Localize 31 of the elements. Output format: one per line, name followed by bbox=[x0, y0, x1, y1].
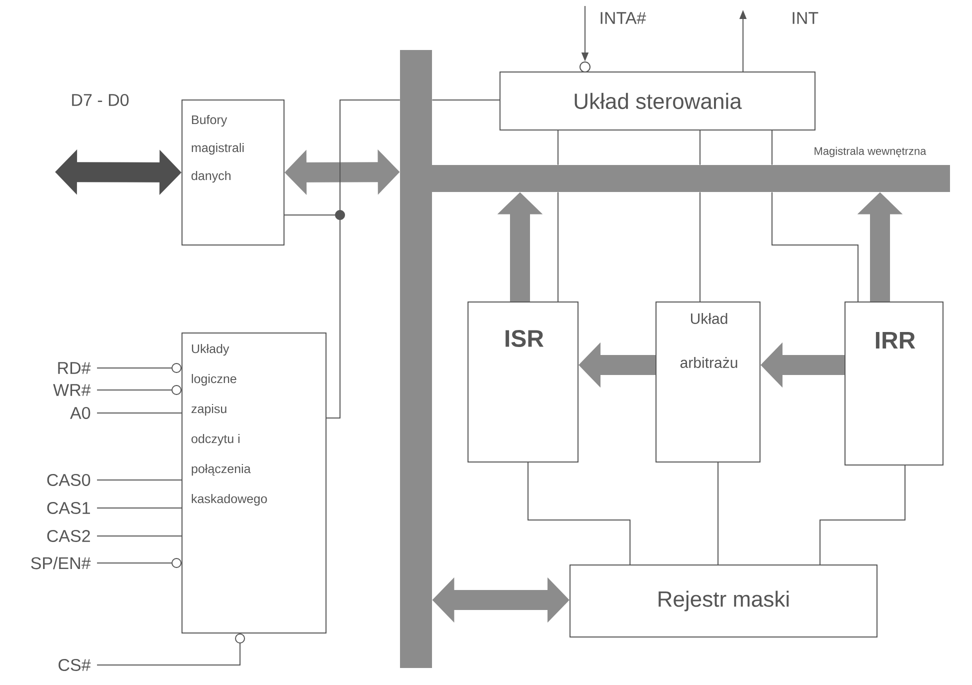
buffer-block: Bufory magistrali danych bbox=[182, 100, 284, 246]
signal-label: SP/EN# bbox=[31, 556, 91, 570]
connector-line bbox=[96, 412, 182, 414]
signal-label: WR# bbox=[53, 384, 91, 396]
connector-line bbox=[96, 479, 182, 480]
signal-label: INT bbox=[792, 12, 818, 24]
connector-line bbox=[772, 192, 858, 302]
connector-line bbox=[326, 100, 400, 418]
signal-line bbox=[96, 633, 245, 666]
signal-line bbox=[96, 384, 182, 395]
connector-line bbox=[820, 464, 906, 565]
signal-label: INTA# bbox=[600, 12, 646, 24]
bus-label: Magistrala wewnętrzna bbox=[814, 146, 926, 158]
signal-label: CAS2 bbox=[47, 530, 90, 542]
signal-label: CAS0 bbox=[47, 474, 90, 486]
connector-line bbox=[528, 462, 630, 565]
connector-line bbox=[96, 535, 182, 536]
signal-label: RD# bbox=[58, 362, 91, 374]
mask-register-block: Rejestr maski bbox=[570, 564, 878, 638]
signal-label: CAS1 bbox=[47, 502, 90, 514]
register-block: IRR bbox=[844, 302, 944, 466]
signal-label: CS# bbox=[58, 658, 91, 671]
signal-line bbox=[96, 362, 182, 373]
signal-label: A0 bbox=[70, 406, 90, 419]
connector-line bbox=[96, 507, 182, 508]
signal-line bbox=[96, 558, 182, 568]
edge-label: D7 - D0 bbox=[72, 94, 129, 106]
control-block: Układ sterowania bbox=[500, 72, 816, 130]
logic-block: Układy logiczne zapisu odczytu i połączenia kaskadowego bbox=[182, 332, 326, 634]
arbiter-block: Układ arbitrażu bbox=[656, 302, 760, 462]
register-block: ISR bbox=[468, 302, 578, 462]
